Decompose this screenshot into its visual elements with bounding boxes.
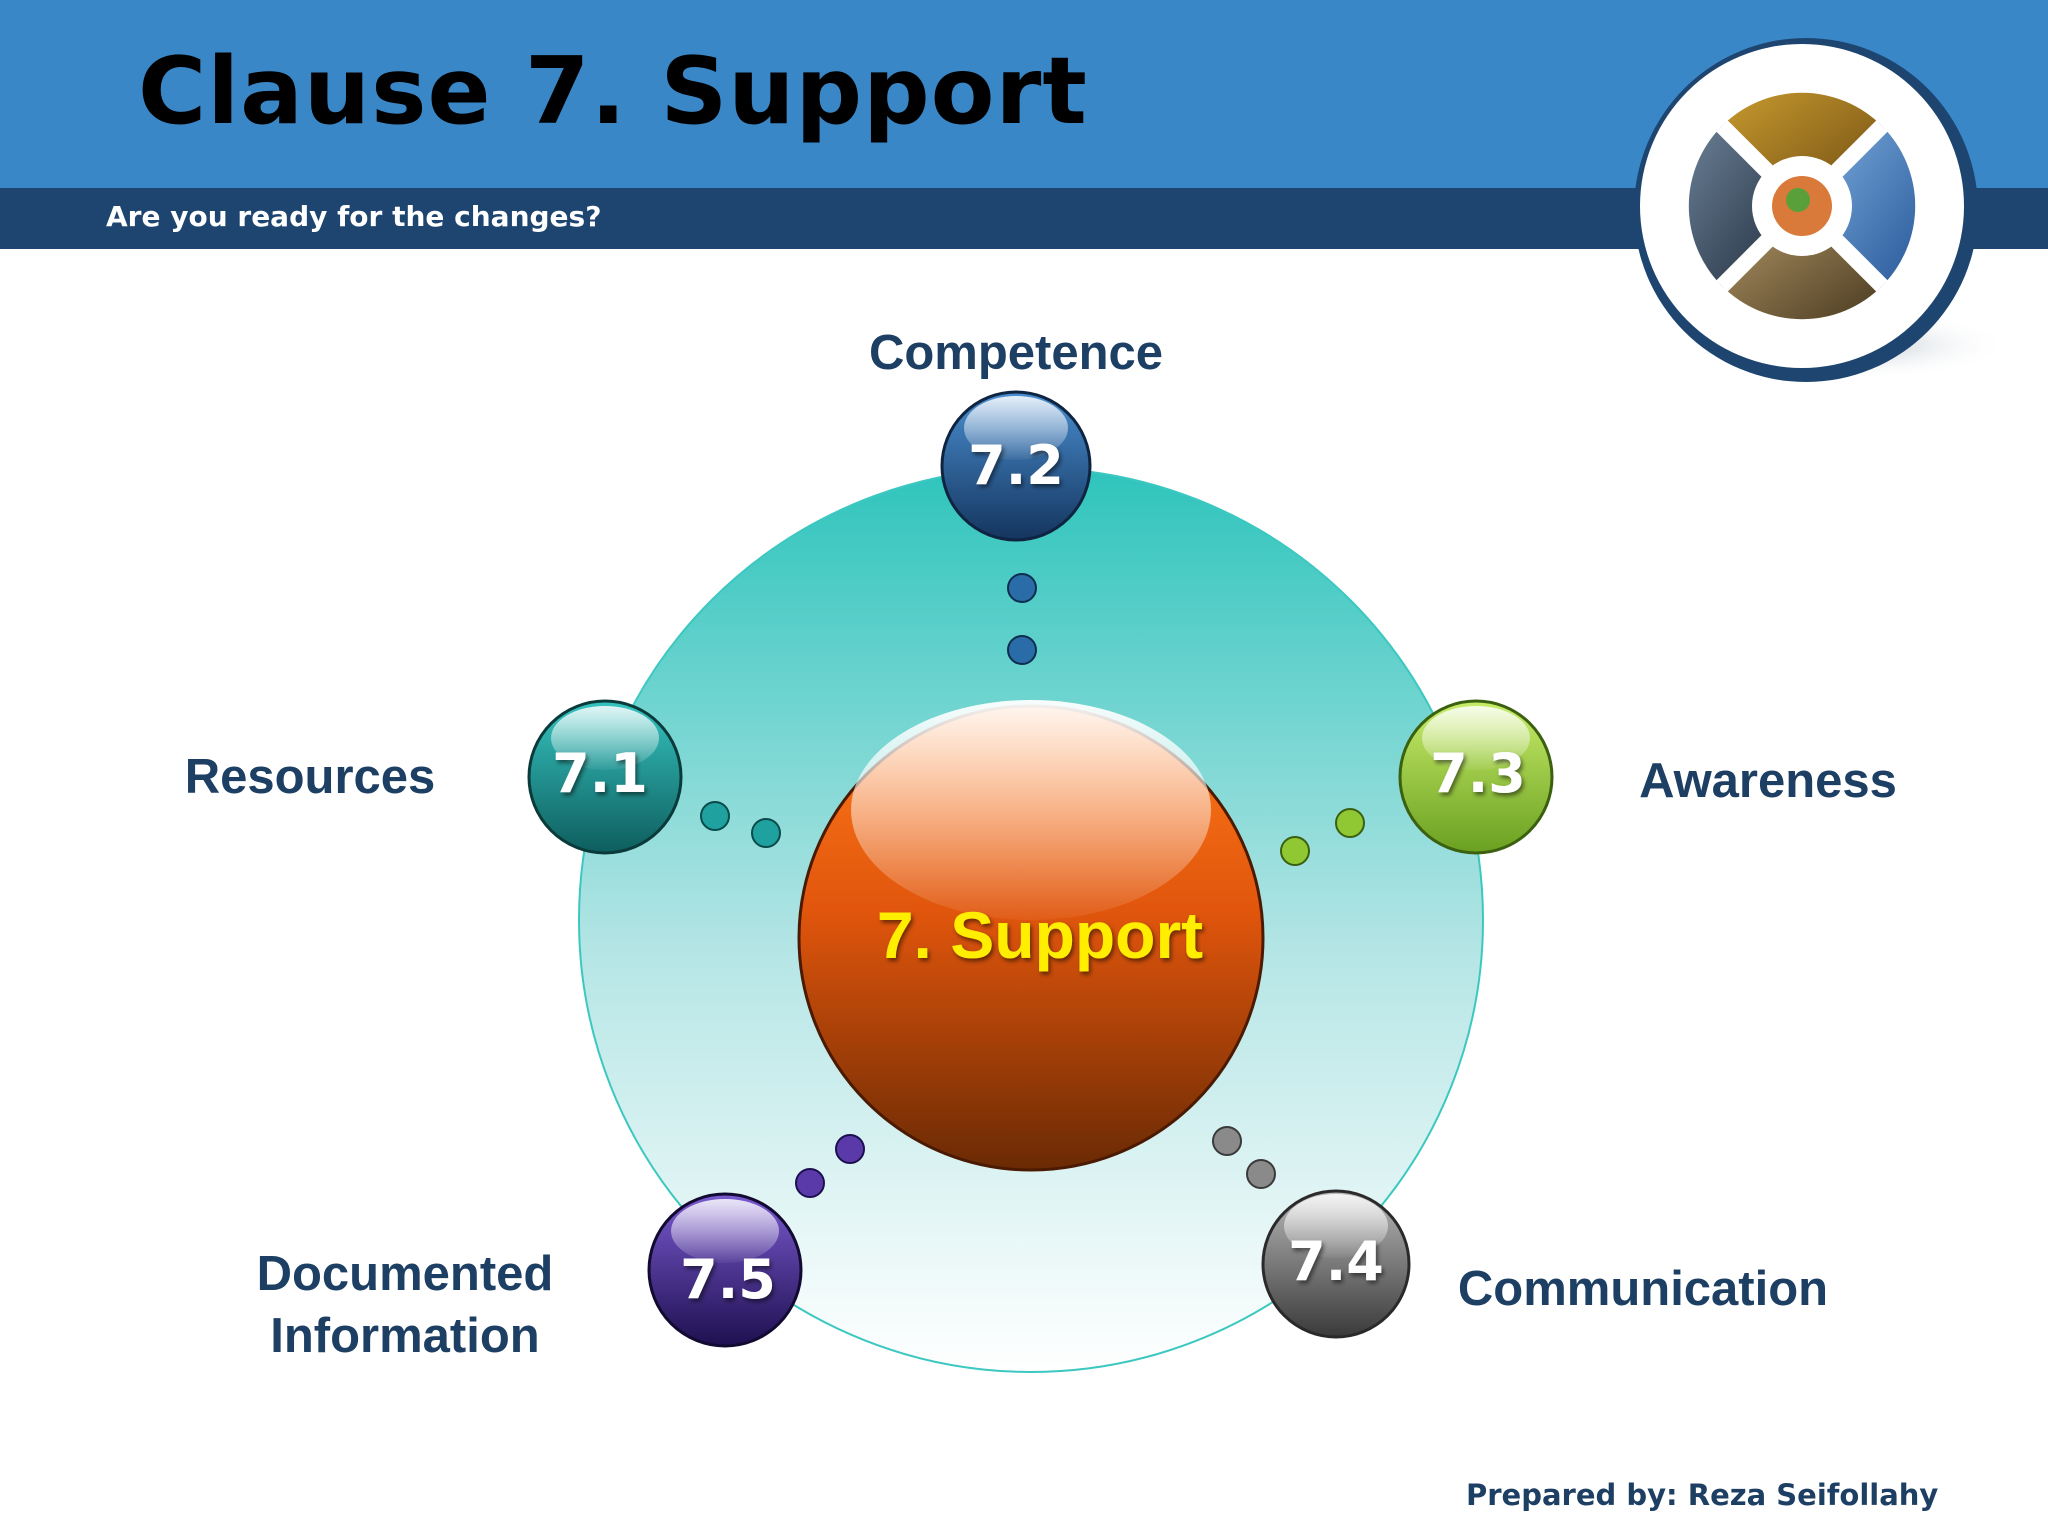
label-communication: Communication bbox=[1457, 1262, 1829, 1316]
connector-dots-7-1 bbox=[700, 801, 781, 848]
connector-dots-7-2 bbox=[1007, 573, 1037, 665]
node-7-2-sphere: 7.2 bbox=[940, 390, 1092, 542]
node-7-5-number: 7.5 bbox=[680, 1248, 776, 1311]
slide-subtitle: Are you ready for the changes? bbox=[106, 200, 602, 233]
footer-credit: Prepared by: Reza Seifollahy bbox=[1466, 1478, 1939, 1512]
node-7-2-number: 7.2 bbox=[968, 434, 1064, 497]
node-7-4-number: 7.4 bbox=[1288, 1230, 1384, 1293]
label-awareness: Awareness bbox=[1639, 754, 1897, 808]
connector-dots-7-3 bbox=[1280, 808, 1365, 866]
node-7-3-number: 7.3 bbox=[1430, 742, 1526, 805]
label-documented-information: Documented Information bbox=[230, 1243, 580, 1367]
node-7-5-sphere: 7.5 bbox=[647, 1192, 803, 1348]
center-label: 7. Support bbox=[877, 898, 1203, 972]
node-7-4-sphere: 7.4 bbox=[1261, 1189, 1411, 1339]
node-7-1-sphere: 7.1 bbox=[527, 699, 683, 855]
connector-dots-7-5 bbox=[795, 1134, 865, 1198]
node-7-3-sphere: 7.3 bbox=[1398, 699, 1554, 855]
connector-dots-7-4 bbox=[1212, 1126, 1276, 1189]
label-documented-line1: Documented bbox=[256, 1247, 554, 1301]
slide-title: Clause 7. Support bbox=[138, 37, 1088, 145]
center-sphere: 7. Support bbox=[797, 700, 1265, 1172]
label-competence: Competence bbox=[868, 326, 1164, 380]
node-7-1-number: 7.1 bbox=[552, 742, 648, 805]
header-photo-collage-logo bbox=[1634, 38, 2010, 382]
label-resources: Resources bbox=[184, 750, 436, 804]
label-documented-line2: Information bbox=[270, 1309, 540, 1363]
